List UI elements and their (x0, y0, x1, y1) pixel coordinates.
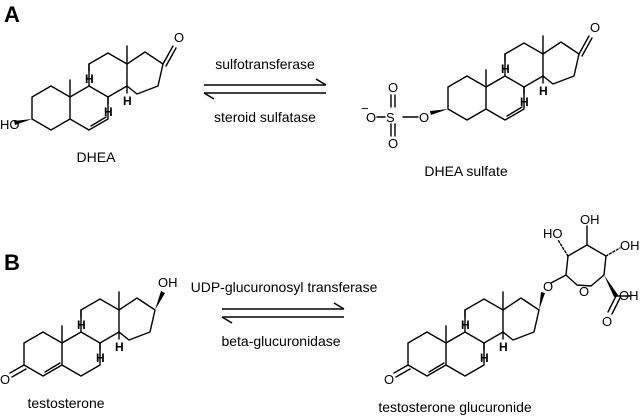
sulfotransferase-label: sulfotransferase (215, 56, 315, 72)
glucuronide-h-9: H (480, 351, 489, 365)
testosterone-glucuronide-structure (393, 225, 631, 378)
glucuronide-ho-1: HO (543, 226, 563, 241)
glucuronide-link-o: O (543, 279, 553, 294)
testo-h-14: H (115, 340, 124, 354)
beta-glucuronidase-label: beta-glucuronidase (221, 333, 340, 349)
dhea-sulfate-structure (376, 35, 593, 137)
dhea-ketone-o: O (174, 30, 184, 45)
dhea-name: DHEA (77, 149, 117, 165)
glucuronide-oh-2: OH (580, 212, 600, 227)
sulfate-ester-o: O (419, 110, 429, 125)
udp-glucuronosyl-transferase-label: UDP-glucuronosyl transferase (191, 279, 378, 295)
dhea-structure (14, 45, 177, 131)
sulfate-charge: − (361, 101, 369, 116)
steroid-sulfatase-label: steroid sulfatase (214, 109, 316, 125)
testo-h-8: H (77, 318, 86, 332)
testosterone-oh: OH (158, 275, 178, 290)
panel-label-b: B (4, 250, 20, 275)
sulfur-s: S (386, 110, 395, 125)
glucuronide-cooh-o: O (602, 314, 612, 329)
glucuronide-h-14: H (499, 340, 508, 354)
sulfate-o-minus: O (366, 110, 376, 125)
testosterone-structure (9, 291, 165, 378)
dhea-h-9: H (104, 105, 113, 119)
glucuronide-ring-o: O (579, 284, 589, 299)
equilibrium-arrows-b (221, 302, 345, 324)
dhea-h-14: H (123, 94, 132, 108)
testosterone-name: testosterone (27, 395, 104, 411)
glucuronide-h-8: H (461, 318, 470, 332)
testo-h-9: H (96, 351, 105, 365)
testosterone-glucuronide-name: testosterone glucuronide (378, 399, 532, 415)
dheas-h-9: H (520, 95, 529, 109)
dhea-h-8: H (85, 72, 94, 86)
sulfate-o-top: O (388, 80, 398, 95)
panel-label-a: A (4, 2, 20, 27)
equilibrium-arrows-a (203, 78, 327, 100)
dheas-h-8: H (501, 62, 510, 76)
dhea-ho-label: HO (0, 117, 20, 132)
testosterone-o3: O (0, 372, 10, 387)
glucuronide-cooh-oh: OH (619, 288, 639, 303)
dheas-h-14: H (539, 84, 548, 98)
dhea-sulfate-ketone-o: O (590, 20, 600, 35)
glucuronide-o3: O (384, 372, 394, 387)
dhea-sulfate-name: DHEA sulfate (424, 163, 507, 179)
glucuronide-oh-3: OH (620, 238, 640, 253)
sulfate-o-bottom: O (388, 136, 398, 151)
